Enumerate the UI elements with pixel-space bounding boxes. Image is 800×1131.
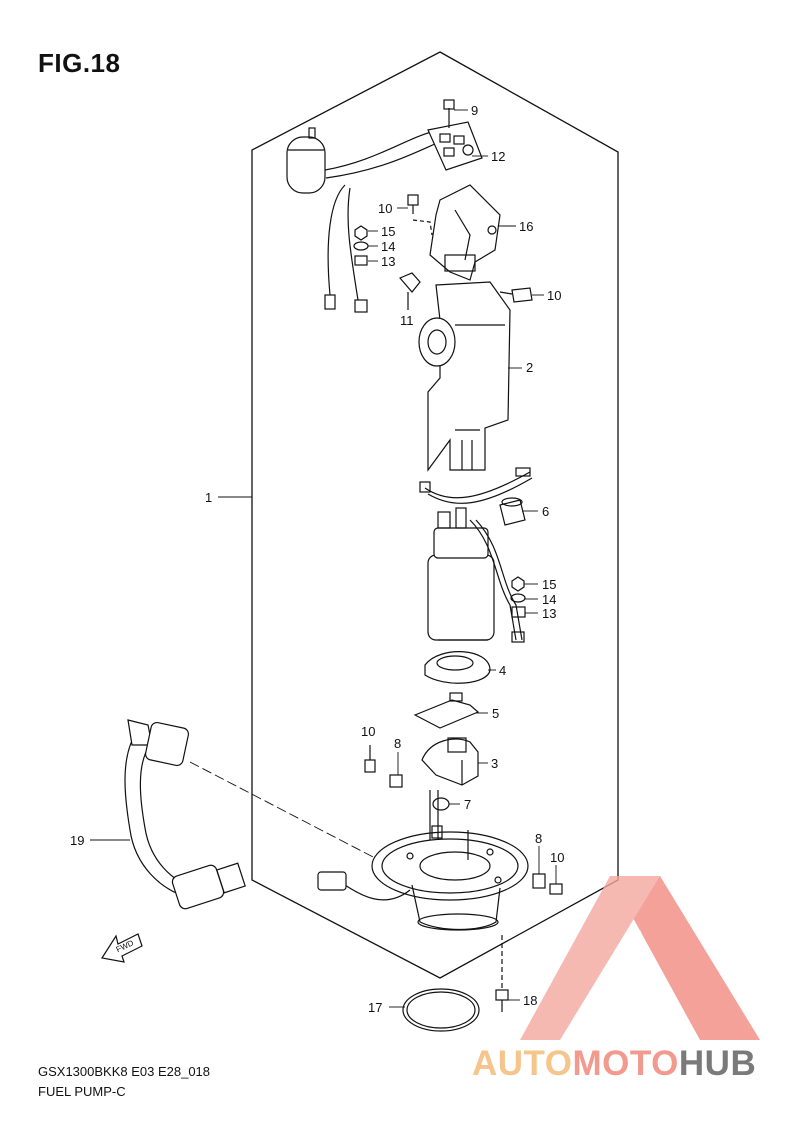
nut-part-15-right [511,576,525,592]
holder-part-3 [421,737,479,786]
callout-10: 10 [361,724,375,739]
callout-16: 16 [519,219,533,234]
fuel-pump-motor [427,507,525,643]
o-ring-part-7 [432,797,450,811]
callout-15: 15 [381,224,395,239]
nut-part-15-top [354,225,368,241]
callout-11: 11 [400,313,414,328]
callout-10: 10 [547,288,561,303]
callout-10: 10 [378,201,392,216]
callout-15: 15 [542,577,556,592]
callout-3: 3 [491,756,498,771]
terminal-part-13-right [511,606,526,618]
callout-9: 9 [471,103,478,118]
screw-part-10-top [407,194,433,236]
washer-part-14-right [510,593,526,603]
plate-part-5 [413,692,480,729]
figure-title: FIG.18 [38,48,121,78]
clip-part-8-center [389,774,403,788]
automotohub-logo [520,876,760,1040]
watermark-part-hub: HUB [678,1044,757,1083]
wire-harness-part-6 [419,467,533,526]
terminal-part-13-top [354,255,368,266]
connector-part-12 [427,99,483,171]
retainer-part-4 [424,651,491,684]
callout-17: 17 [368,1000,382,1015]
callout-12: 12 [491,149,505,164]
callout-2: 2 [526,360,533,375]
fuel-hose-part-19 [124,719,246,910]
screw-part-10-right-lower [549,883,563,895]
callout-8: 8 [535,831,542,846]
fwd-direction-arrow [101,933,143,963]
callout-5: 5 [492,706,499,721]
leader-lines [90,109,557,1008]
callout-6: 6 [542,504,549,519]
gasket-part-17 [402,988,480,1032]
section-name: FUEL PUMP-C [38,1084,126,1099]
watermark-part-moto: MOTO [572,1044,679,1083]
callout-10: 10 [550,850,564,865]
callout-13: 13 [381,254,395,269]
screw-part-10-right [499,287,533,303]
clip-part-11 [399,272,421,310]
model-code: GSX1300BKK8 E03 E28_018 [38,1064,211,1079]
assembly-frame [251,51,619,979]
clip-part-8-right [532,873,546,889]
fuel-level-sender [286,127,445,313]
washer-part-14-top [353,241,369,251]
callout-13: 13 [542,606,556,621]
callout-8: 8 [394,736,401,751]
flange-wire-connector [317,871,411,901]
pump-flange-base [371,790,529,931]
bracket-part-16 [429,184,501,281]
callout-18: 18 [523,993,537,1008]
callout-7: 7 [464,797,471,812]
pump-housing-part-2 [418,281,511,472]
callout-14: 14 [381,239,395,254]
watermark-part-auto: AUTO [472,1044,573,1083]
callout-4: 4 [499,663,506,678]
bolt-part-18 [495,935,509,1012]
callout-14: 14 [542,592,556,607]
watermark-text: AUTOMOTOHUB [472,1044,756,1084]
callout-1: 1 [205,490,212,505]
callout-19: 19 [70,833,84,848]
screw-part-10-center [364,745,376,773]
